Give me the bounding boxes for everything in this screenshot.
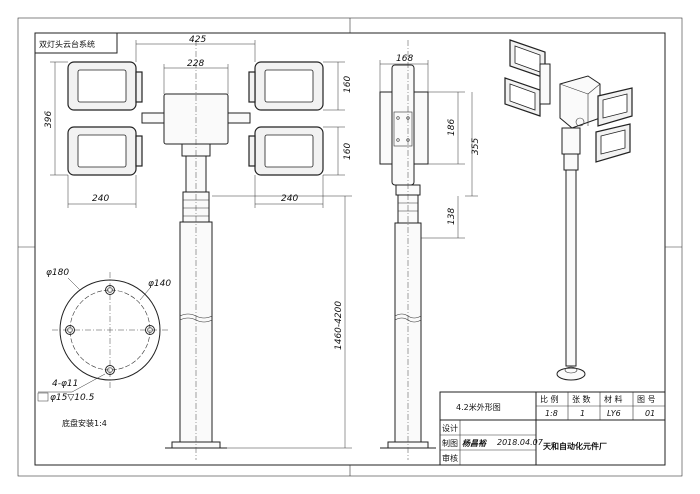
lamp-bottom-right <box>248 126 324 176</box>
dim-outer-diameter: φ180 <box>46 268 69 278</box>
base-detail: φ180 φ140 4-φ11 φ15▽10.5 底盘安装1:4 <box>37 268 171 428</box>
value-scale: 1:8 <box>545 409 558 418</box>
value-drawing-no: 01 <box>645 409 655 418</box>
title-block <box>439 391 666 466</box>
dim-pole-height: 1460-4200 <box>334 301 344 350</box>
dim-side-width: 168 <box>396 54 413 64</box>
dim-lamp-top-height: 160 <box>343 76 353 93</box>
drawing-date: 2018.04.07 <box>497 438 544 447</box>
label-drawn: 制图 <box>442 438 458 448</box>
header-material: 材 料 <box>604 394 623 404</box>
lamp-top-right <box>248 61 324 111</box>
dim-height-396: 396 <box>44 111 54 128</box>
dim-lamp-right-width: 240 <box>281 194 298 204</box>
label-review: 审核 <box>442 453 458 463</box>
isometric-view <box>504 39 633 381</box>
lamp-bottom-left <box>67 126 143 176</box>
dim-lamp-bottom-height: 160 <box>343 143 353 160</box>
dim-holes: 4-φ11 <box>52 379 78 389</box>
dim-side-186: 186 <box>447 119 457 136</box>
company-name: 天和自动化元件厂 <box>543 441 607 451</box>
front-view: 425 228 396 160 160 240 240 1460-4200 <box>44 35 353 460</box>
dim-lamp-left-width: 240 <box>92 194 109 204</box>
dim-side-355: 355 <box>471 138 481 155</box>
dim-box-width: 228 <box>187 59 204 69</box>
dim-bolt-circle: φ140 <box>148 279 171 289</box>
system-title-box <box>34 32 118 54</box>
header-drawing-no: 图 号 <box>637 395 656 404</box>
dim-overall-width: 425 <box>189 35 206 45</box>
header-scale: 比 例 <box>540 394 559 404</box>
iso-mast <box>565 169 577 367</box>
lamp-top-left <box>67 61 143 111</box>
base-caption: 底盘安装1:4 <box>62 418 107 428</box>
system-title: 双灯头云台系统 <box>39 39 95 49</box>
value-material: LY6 <box>607 409 621 418</box>
drawn-by-signature: 杨昌裕 <box>462 439 487 448</box>
value-sheets: 1 <box>580 409 585 418</box>
drawing-name: 4.2米外形图 <box>456 402 501 412</box>
dim-counterbore: φ15▽10.5 <box>50 393 95 403</box>
label-design: 设计 <box>442 423 458 433</box>
dim-side-138: 138 <box>447 208 457 225</box>
side-view: 168 186 355 138 <box>379 40 481 460</box>
header-sheets: 张 数 <box>572 394 591 404</box>
side-mast <box>394 222 422 443</box>
